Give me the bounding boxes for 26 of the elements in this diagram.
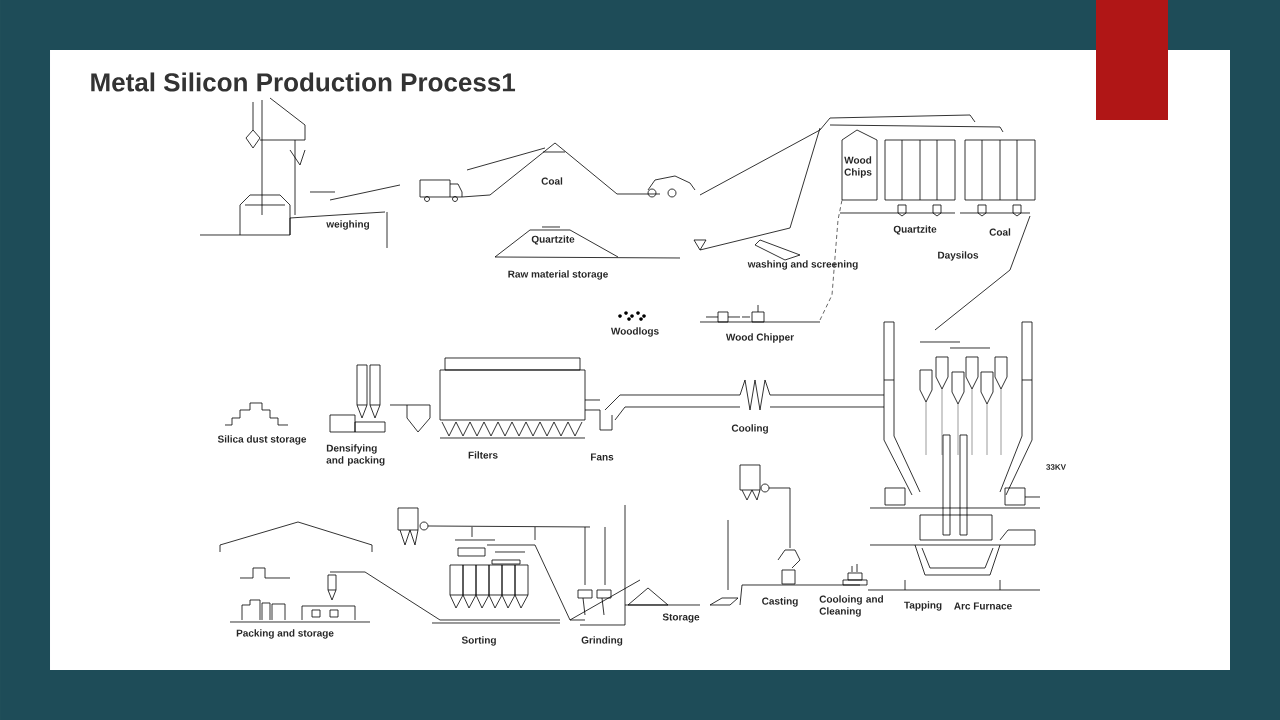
process-label: Quartzite bbox=[531, 235, 575, 245]
process-label: Tapping bbox=[904, 601, 942, 611]
process-label: Filters bbox=[468, 451, 498, 459]
process-label: Packing and storage bbox=[236, 629, 334, 639]
process-label: Cooloing and Cleaning bbox=[819, 595, 883, 617]
process-label: Quartzite bbox=[893, 225, 937, 235]
process-label: Daysilos bbox=[938, 251, 979, 261]
process-label: Sorting bbox=[461, 636, 496, 646]
process-label: Wood Chipper bbox=[725, 333, 794, 343]
process-label: 33KV bbox=[1046, 464, 1066, 470]
process-label: Raw material storage bbox=[508, 270, 608, 280]
process-label: Woodlogs bbox=[610, 327, 659, 337]
process-label: Coal bbox=[541, 177, 563, 185]
process-label: Cooling bbox=[731, 424, 768, 434]
process-label: weighing bbox=[326, 220, 369, 230]
process-label: washing and screening bbox=[747, 260, 858, 270]
process-label: Coal bbox=[989, 228, 1011, 236]
process-label: Silica dust storage bbox=[217, 435, 307, 445]
process-label: Wood Chips bbox=[844, 156, 872, 178]
process-label: Grinding bbox=[581, 636, 623, 646]
title: Metal Silicon Production Process1 bbox=[91, 72, 516, 92]
process-label: Storage bbox=[662, 613, 700, 623]
process-label: Densifying and packing bbox=[326, 444, 385, 466]
process-label: Arc Furnace bbox=[954, 602, 1012, 610]
process-label: Casting bbox=[762, 597, 798, 607]
process-label: Fans bbox=[591, 453, 614, 461]
